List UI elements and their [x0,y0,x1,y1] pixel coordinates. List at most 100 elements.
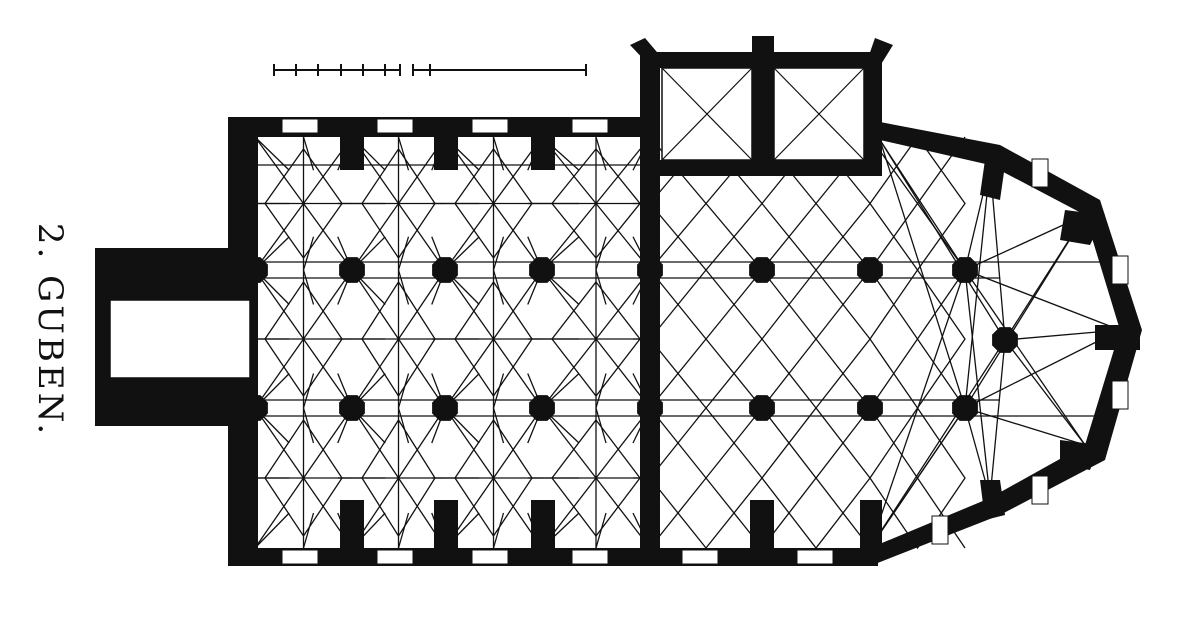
window [471,549,509,565]
piers [242,257,1018,421]
rib [964,407,1086,446]
rib [869,135,966,272]
rib [761,407,871,480]
window [376,118,414,134]
pier [952,257,978,283]
rib [397,373,410,409]
rib [351,407,400,479]
rib [397,338,446,409]
rib [869,407,966,549]
rib [444,269,495,340]
sacristy-vaults [661,67,865,161]
rib [454,147,533,260]
window [281,118,319,134]
window [931,515,949,545]
rib [444,338,495,409]
openings [109,67,865,379]
rib [302,236,315,271]
rib [492,269,505,305]
rib [264,147,343,260]
rib [551,418,641,538]
pier [992,327,1018,353]
rib [879,139,966,409]
rib [492,512,505,549]
pier [432,257,458,283]
rib [869,337,966,409]
pier [339,257,365,283]
rib [595,236,607,271]
rib [989,339,1006,499]
rib [869,406,966,550]
pier [857,395,883,421]
pier [952,395,978,421]
rib [595,512,607,549]
rib [649,407,763,480]
rib [302,407,315,444]
rib [649,269,763,341]
scale-bar [273,64,587,76]
pier [637,395,663,421]
rib [361,147,436,260]
rib [254,338,305,409]
window [571,549,609,565]
rib [397,269,446,340]
rib [869,268,966,410]
vault-ribs [254,135,1121,550]
rib [397,512,410,549]
rib [302,338,353,409]
pier [339,395,365,421]
window [1111,255,1129,285]
rib [761,202,871,271]
pier [749,395,775,421]
rib [444,203,495,271]
rib [264,280,343,398]
rib [492,338,543,409]
rib [302,269,353,340]
rib [302,269,315,305]
rib [397,203,446,271]
pier [529,395,555,421]
rib [302,373,315,409]
rib [1004,339,1086,446]
rib [302,512,315,549]
rib [454,418,533,538]
window [571,118,609,134]
rib [964,329,1121,409]
window [1031,158,1049,188]
rib [492,236,505,271]
pier [529,257,555,283]
window [376,549,414,565]
rib [264,418,343,538]
rib [879,139,1006,341]
pier [432,395,458,421]
window [1031,475,1049,505]
window [471,118,509,134]
rib [302,407,353,479]
walls [95,36,1142,566]
rib [869,269,966,341]
rib [254,407,305,479]
rib [869,269,966,549]
rib [649,337,763,409]
rib [397,236,410,271]
rib [879,139,966,271]
rib [595,269,607,305]
rib [397,407,446,479]
rib [541,407,597,479]
rib [869,407,966,480]
rib [492,407,543,479]
rib [541,203,597,271]
rib [361,418,436,538]
rib [254,512,290,549]
rib [541,338,597,409]
rib [492,373,505,409]
window [681,549,719,565]
rib [551,147,641,260]
rib [444,407,495,479]
rib [254,477,305,549]
rib [761,476,871,549]
rib [302,203,353,271]
rib [454,280,533,398]
